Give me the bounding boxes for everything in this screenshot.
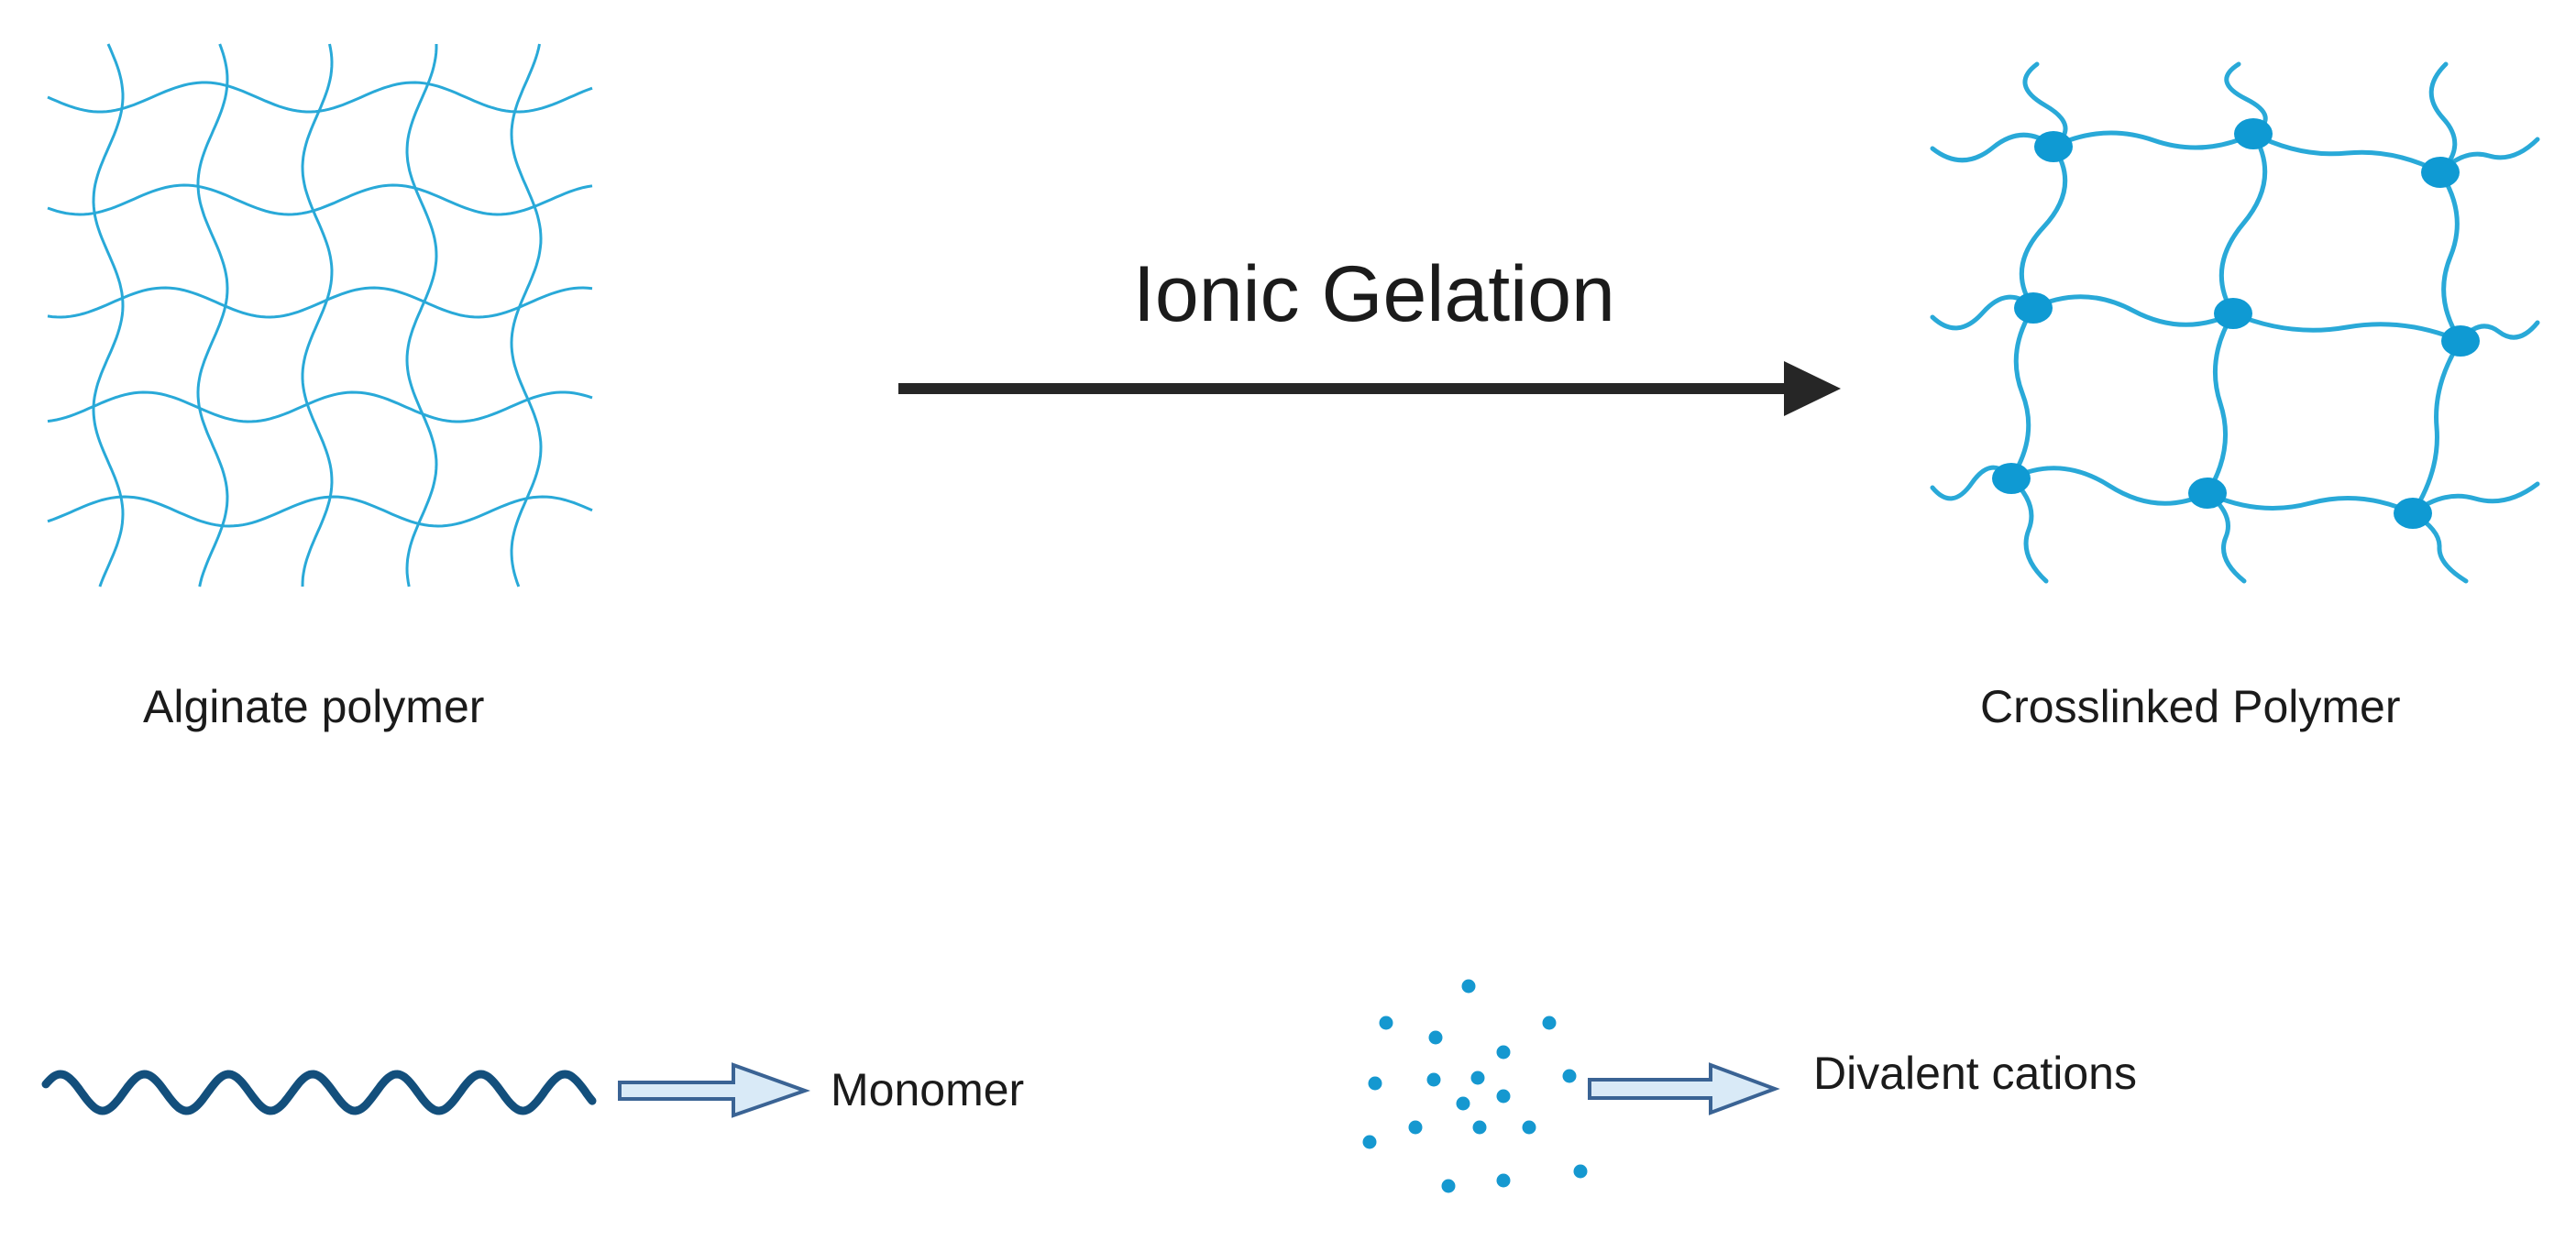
- alginate-strand-h: [47, 495, 593, 528]
- divalent-cation-dot: [1456, 1096, 1470, 1111]
- crosslinked-network: [1930, 61, 2540, 584]
- alginate-polymer-label: Alginate polymer: [143, 681, 485, 732]
- process-title: Ionic Gelation: [1133, 250, 1615, 338]
- crosslink-node: [2014, 292, 2053, 324]
- crosslink-node: [2394, 498, 2432, 529]
- process-arrow-shaft: [898, 383, 1799, 394]
- divalent-cation-dot: [1368, 1076, 1382, 1091]
- right-arrow-icon: [1784, 361, 1841, 416]
- alginate-vertical-strands: [92, 43, 543, 588]
- divalent-cation-dot: [1362, 1135, 1377, 1149]
- crosslink-nodes: [1992, 118, 2480, 529]
- divalent-cation-dot: [1441, 1179, 1456, 1193]
- monomer-label: Monomer: [831, 1064, 1025, 1115]
- divalent-cation-dot: [1472, 1120, 1487, 1135]
- divalent-cation-dot: [1562, 1069, 1577, 1083]
- divalent-cation-dot: [1470, 1071, 1485, 1085]
- monomer-legend: [41, 1062, 811, 1118]
- alginate-strand-v: [510, 43, 543, 588]
- process-arrow: [898, 361, 1841, 416]
- divalent-cation-dot: [1408, 1120, 1423, 1135]
- monomer-wave-icon: [41, 1070, 597, 1115]
- alginate-strand-v: [92, 43, 125, 588]
- crosslink-node: [2421, 157, 2460, 188]
- crosslink-node: [1992, 463, 2031, 494]
- hollow-right-arrow-icon: [1588, 1062, 1780, 1115]
- alginate-strand-v: [405, 44, 438, 588]
- divalent-cation-dot: [1379, 1016, 1393, 1030]
- divalent-cation-dot: [1573, 1164, 1588, 1179]
- divalent-cation-dot: [1496, 1173, 1511, 1188]
- divalent-cation-dot: [1461, 979, 1476, 994]
- cation-legend: [1362, 979, 1780, 1193]
- alginate-network: [47, 43, 593, 588]
- crosslink-node: [2214, 298, 2252, 329]
- divalent-cation-dot: [1426, 1072, 1441, 1087]
- crosslink-node: [2034, 131, 2073, 162]
- divalent-cation-dot: [1542, 1016, 1557, 1030]
- crosslink-node: [2188, 478, 2227, 509]
- alginate-strand-h: [47, 183, 593, 216]
- divalent-cation-dots: [1362, 979, 1588, 1193]
- hollow-right-arrow-icon: [618, 1062, 811, 1118]
- crosslinked-polymer-label: Crosslinked Polymer: [1980, 681, 2401, 732]
- alginate-strand-h: [47, 286, 593, 319]
- alginate-strand-h: [47, 390, 593, 423]
- crosslink-node: [2234, 118, 2273, 149]
- alginate-strand-v: [301, 43, 334, 588]
- divalent-cations-label: Divalent cations: [1813, 1048, 2137, 1099]
- alginate-horizontal-strands: [47, 81, 593, 528]
- divalent-cation-dot: [1496, 1045, 1511, 1060]
- divalent-cation-dot: [1496, 1089, 1511, 1104]
- alginate-strand-v: [196, 43, 229, 588]
- divalent-cation-dot: [1522, 1120, 1536, 1135]
- crosslink-node: [2441, 325, 2480, 357]
- divalent-cation-dot: [1428, 1030, 1443, 1045]
